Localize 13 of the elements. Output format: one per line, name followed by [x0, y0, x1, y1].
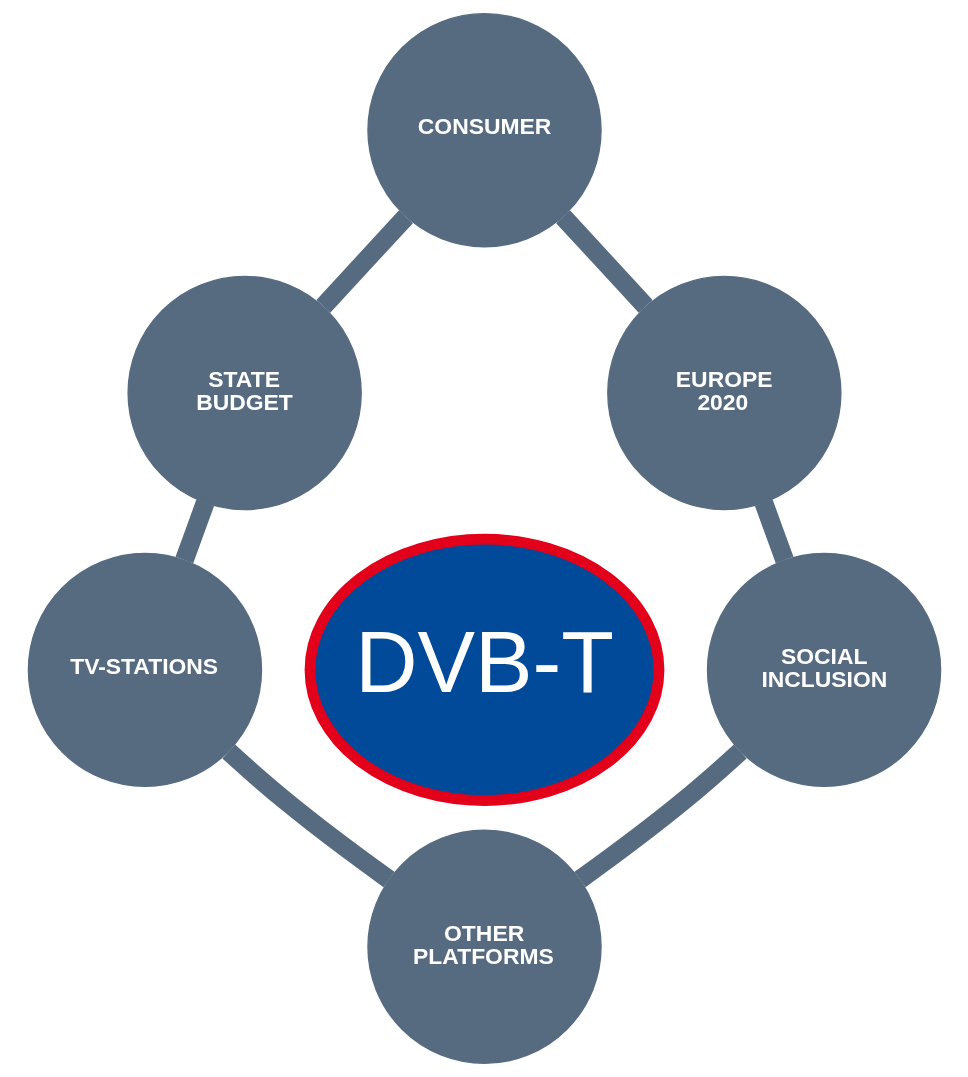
node-circle: SOCIAL INCLUSION [706, 552, 941, 788]
connector [574, 744, 747, 888]
connector [221, 744, 394, 888]
node-circle: TV-STATIONS [27, 552, 262, 788]
node-circle: STATE BUDGET [126, 275, 362, 511]
connector [315, 210, 413, 313]
connector [754, 499, 793, 564]
connector [555, 210, 653, 313]
node-circle: CONSUMER [366, 13, 602, 248]
node-circle: OTHER PLATFORMS [366, 829, 602, 1064]
connector [175, 499, 214, 564]
node-ellipse: DVB-T [304, 533, 664, 806]
node-circle: EUROPE 2020 [606, 275, 842, 511]
